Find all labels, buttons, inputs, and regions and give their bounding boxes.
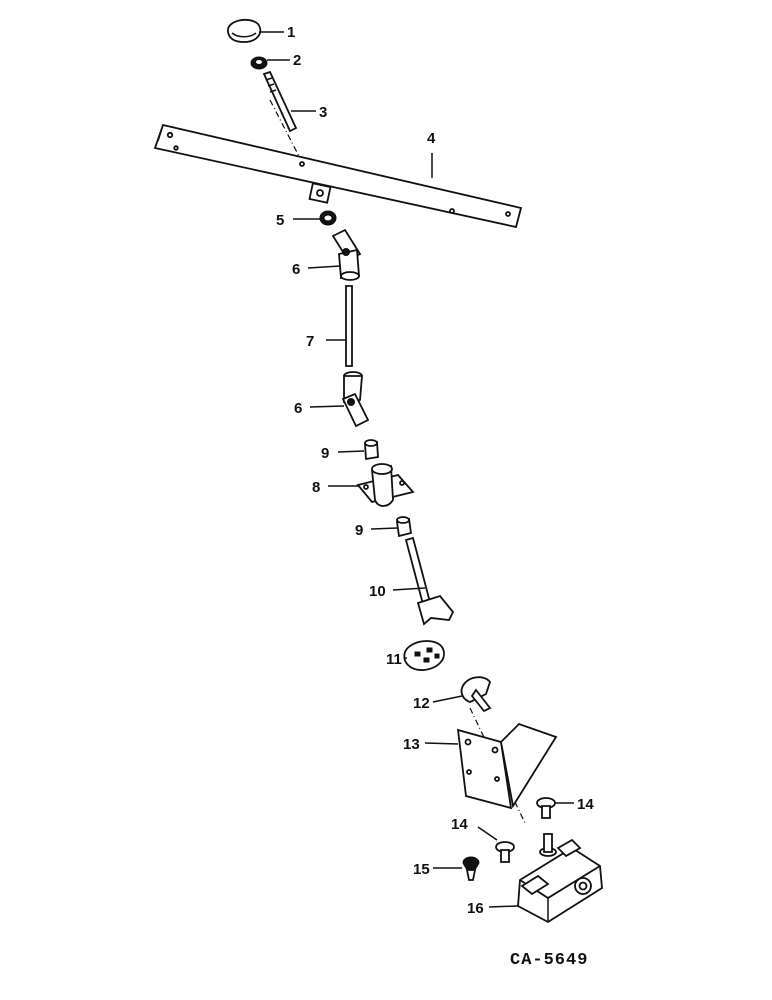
part-cap-screw <box>462 856 480 881</box>
part-nut <box>250 56 268 70</box>
part-shift-rod <box>262 70 298 133</box>
part-bushing-lower <box>395 516 413 538</box>
callout-14-left: 14 <box>451 816 468 833</box>
part-bushing-upper <box>364 439 379 461</box>
part-screw-left <box>495 841 515 863</box>
part-support-bar <box>153 123 523 229</box>
part-knob <box>227 18 262 43</box>
callout-6-lower: 6 <box>294 400 302 417</box>
callout-9-upper: 9 <box>321 445 329 462</box>
callout-15: 15 <box>413 861 430 878</box>
callout-1: 1 <box>287 24 295 41</box>
callout-13: 13 <box>403 736 420 753</box>
callout-12: 12 <box>413 695 430 712</box>
callout-8: 8 <box>312 479 320 496</box>
callout-3: 3 <box>319 104 327 121</box>
callout-2: 2 <box>293 52 301 69</box>
part-control-housing <box>517 833 603 924</box>
callout-14-right: 14 <box>577 796 594 813</box>
part-grommet <box>403 640 445 671</box>
part-screw-right <box>536 797 556 819</box>
part-shift-fork <box>460 676 492 713</box>
callout-5: 5 <box>276 212 284 229</box>
callout-9-lower: 9 <box>355 522 363 539</box>
part-universal-joint-lower <box>341 371 370 428</box>
part-lock-nut <box>319 210 337 226</box>
callout-4: 4 <box>427 130 436 147</box>
callout-10: 10 <box>369 583 386 600</box>
callout-7: 7 <box>306 333 314 350</box>
part-universal-joint-upper <box>331 228 362 281</box>
callout-6-upper: 6 <box>292 261 300 278</box>
callout-16: 16 <box>467 900 484 917</box>
part-bearing-plate <box>356 463 415 507</box>
figure-reference-id: CA-5649 <box>510 951 588 970</box>
leader-lines <box>259 31 574 908</box>
callout-11: 11 <box>386 651 402 668</box>
callout-labels: 1 2 3 4 5 6 7 6 9 8 9 10 11 12 13 14 14 … <box>276 24 594 917</box>
part-mounting-bracket <box>456 722 558 810</box>
part-steering-shaft <box>345 285 353 367</box>
part-shift-lever <box>404 536 455 626</box>
